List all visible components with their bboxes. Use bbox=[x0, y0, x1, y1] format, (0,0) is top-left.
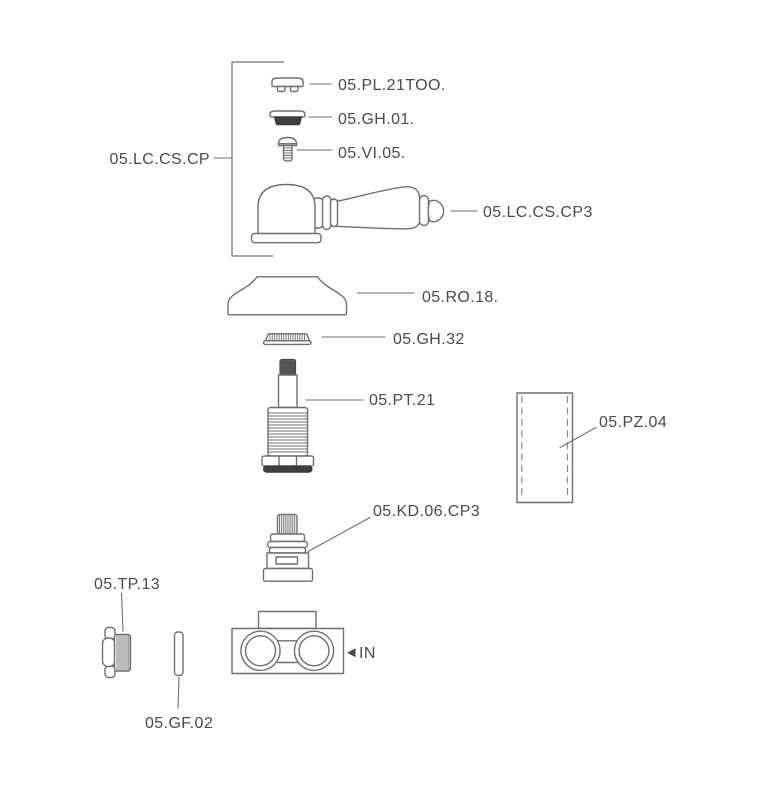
inlet-arrow-icon bbox=[347, 648, 356, 658]
assembly-bracket-group: 05.LC.CS.CP bbox=[110, 61, 284, 257]
part-label-gh01: 05.GH.01. bbox=[338, 111, 415, 128]
cartridge-collar-band1-drawing bbox=[269, 533, 306, 543]
washer-part-group: 05.GF.02 bbox=[145, 631, 213, 732]
bonnet-hex-flange-drawing bbox=[261, 455, 315, 467]
cap-right-leg-drawing bbox=[289, 85, 299, 93]
part-label-lc-cs-cp: 05.LC.CS.CP bbox=[110, 151, 210, 168]
leader-line-kd06cp3 bbox=[307, 516, 371, 553]
gasket-gh01-part-group: 05.GH.01. bbox=[269, 110, 415, 128]
part-label-vi05: 05.VI.05. bbox=[338, 145, 406, 162]
sleeve-part-group: 05.PZ.04 bbox=[516, 392, 667, 504]
plug-part-group: 05.TP.13 bbox=[94, 576, 160, 679]
cartridge-base-drawing bbox=[262, 567, 314, 582]
valve-body-part-group: IN bbox=[231, 610, 376, 675]
leader-line-gf02 bbox=[177, 676, 180, 709]
leader-line-pz04 bbox=[559, 426, 597, 449]
sleeve-hidden-edge-lines bbox=[521, 396, 569, 500]
part-label-lc-cs-cp3: 05.LC.CS.CP3 bbox=[483, 204, 593, 221]
gasket-gh01-disc-drawing bbox=[269, 110, 306, 118]
screw-thread-lines bbox=[283, 147, 292, 159]
valve-port-bridge-lines bbox=[276, 640, 298, 664]
sleeve-drawing bbox=[516, 392, 574, 504]
plug-head-top-lobe-drawing bbox=[104, 626, 116, 640]
bonnet-part-group: 05.PT.21 bbox=[261, 358, 435, 473]
bonnet-oring-drawing bbox=[263, 465, 313, 473]
part-label-pl21too: 05.PL.21TOO. bbox=[338, 77, 446, 94]
inlet-label: IN bbox=[359, 645, 376, 662]
plug-head-bottom-lobe-drawing bbox=[104, 665, 116, 679]
gasket-gh01-ring-drawing bbox=[273, 116, 303, 126]
part-label-ro18: 05.RO.18. bbox=[422, 289, 499, 306]
plug-thread-hatch bbox=[116, 635, 130, 671]
gasket-gh32-hatch bbox=[269, 334, 305, 341]
cartridge-body-notch-drawing bbox=[275, 556, 299, 565]
valve-body-top-boss-drawing bbox=[257, 610, 317, 630]
handle-bell-drawing bbox=[257, 183, 316, 235]
handle-collar-ring1-drawing bbox=[321, 195, 332, 231]
handle-part-group: 05.LC.CS.CP3 bbox=[250, 183, 593, 244]
cartridge-part-group: 05.KD.06.CP3 bbox=[262, 503, 480, 582]
part-label-pt21: 05.PT.21 bbox=[369, 392, 435, 409]
screw-part-group: 05.VI.05. bbox=[277, 136, 406, 162]
cartridge-collar-band3-drawing bbox=[268, 546, 307, 554]
valve-right-port-inner-ring bbox=[298, 635, 330, 667]
cap-left-leg-drawing bbox=[276, 85, 286, 93]
escutcheon-part-group: 05.RO.18. bbox=[227, 276, 499, 316]
part-label-tp13: 05.TP.13 bbox=[94, 576, 160, 593]
cartridge-collar-band2-drawing bbox=[266, 540, 309, 549]
part-label-pz04: 05.PZ.04 bbox=[599, 414, 667, 431]
valve-left-port-inner-ring bbox=[244, 635, 277, 667]
cartridge-spline-hatch bbox=[279, 515, 296, 534]
bonnet-thread-lines bbox=[268, 412, 307, 453]
cap-brim-drawing bbox=[271, 77, 304, 88]
washer-drawing bbox=[173, 631, 184, 677]
part-label-kd06cp3: 05.KD.06.CP3 bbox=[373, 503, 480, 520]
escutcheon-drawing bbox=[227, 276, 348, 316]
leader-line-tp13 bbox=[120, 592, 124, 632]
gasket-gh32-base-drawing bbox=[262, 340, 312, 346]
cap-part-group: 05.PL.21TOO. bbox=[271, 77, 446, 94]
bonnet-spline-hatch bbox=[281, 360, 295, 375]
bonnet-stem-drawing bbox=[277, 374, 298, 409]
handle-end-knob-drawing bbox=[427, 199, 445, 223]
part-label-gf02: 05.GF.02 bbox=[145, 715, 213, 732]
part-label-gh32: 05.GH.32 bbox=[393, 331, 465, 348]
handle-collar-ring2-drawing bbox=[329, 198, 339, 228]
handle-lever-drawing bbox=[335, 186, 421, 230]
assembly-bracket bbox=[231, 61, 284, 257]
gasket-gh32-part-group: 05.GH.32 bbox=[262, 331, 465, 348]
handle-end-ring-drawing bbox=[418, 194, 430, 227]
handle-base-drawing bbox=[250, 232, 322, 244]
plug-head-mid-lobe-drawing bbox=[101, 637, 116, 668]
bonnet-hex-facet-lines bbox=[278, 455, 298, 467]
